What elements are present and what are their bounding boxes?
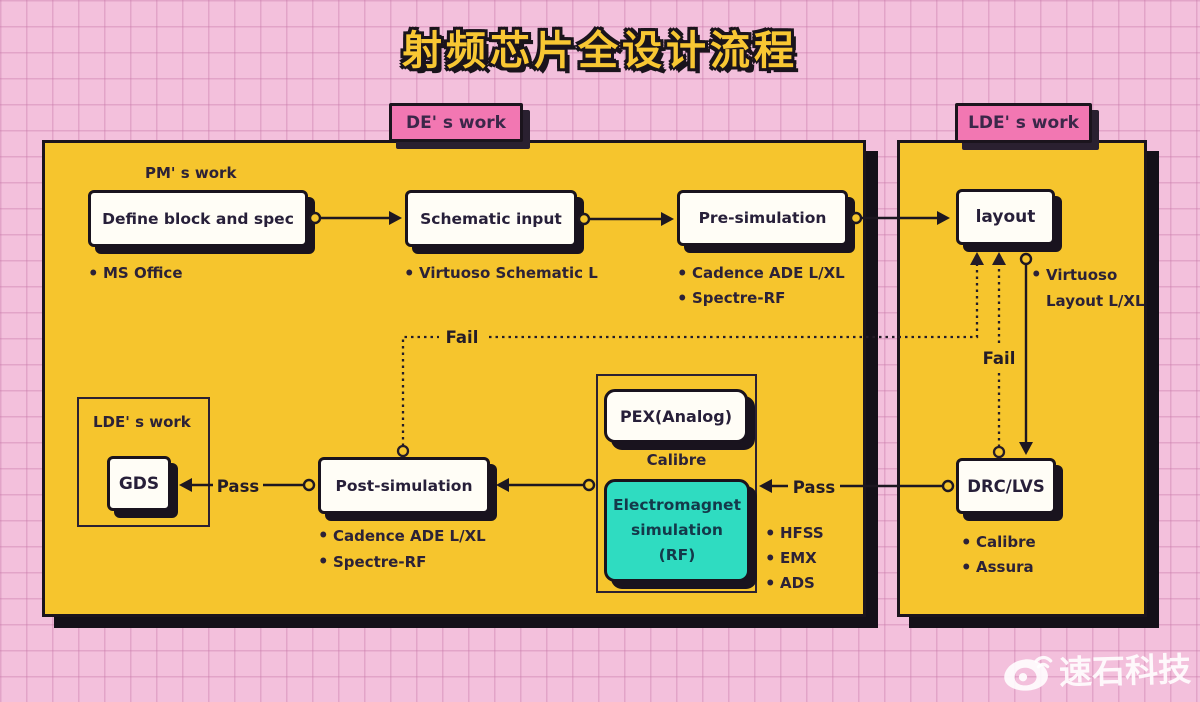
tools-drc-lvs: Calibre Assura (961, 530, 1036, 580)
tool-item: Spectre-RF (318, 549, 486, 575)
watermark: 速石科技 (1001, 643, 1192, 696)
node-pex-text: PEX(Analog) (619, 406, 733, 426)
tool-item: Virtuoso Schematic L (404, 261, 598, 286)
tools-post-simulation: Cadence ADE L/XL Spectre-RF (318, 523, 486, 575)
node-gds: GDS (107, 456, 171, 511)
page-title: 射频芯片全设计流程 (402, 28, 798, 74)
tools-pre-simulation: Cadence ADE L/XL Spectre-RF (677, 261, 845, 311)
node-pex-analog: PEX(Analog) (604, 389, 748, 443)
tool-item-continuation: Layout L/XL (1046, 292, 1145, 310)
label-de-work: DE' s work (389, 103, 523, 142)
label-lde-work-text: LDE' s work (968, 113, 1079, 133)
label-pm-work: PM' s work (145, 164, 237, 182)
weibo-logo-icon (1004, 655, 1053, 691)
label-calibre: Calibre (646, 451, 707, 469)
node-drc-lvs: DRC/LVS (956, 458, 1056, 514)
node-electromagnet-simulation: Electromagnet simulation (RF) (604, 479, 750, 582)
tool-item: MS Office (88, 261, 183, 286)
node-layout-text: layout (975, 207, 1036, 227)
tool-item: Cadence ADE L/XL (677, 261, 845, 286)
group-lde-work (77, 397, 210, 527)
tool-item: HFSS (765, 521, 824, 546)
node-pre-simulation: Pre-simulation (677, 190, 848, 246)
node-gds-text: GDS (118, 473, 160, 494)
node-presim-text: Pre-simulation (698, 209, 827, 227)
tool-item: Spectre-RF (677, 286, 845, 311)
node-schematic-text: Schematic input (420, 209, 562, 228)
tools-schematic: Virtuoso Schematic L (404, 261, 598, 286)
node-layout: layout (956, 189, 1055, 245)
tool-item: EMX (765, 546, 824, 571)
tools-electromagnet: HFSS EMX ADS (765, 521, 824, 596)
node-em-line3: (RF) (658, 545, 696, 564)
label-lde-work: LDE' s work (955, 103, 1092, 143)
node-post-simulation: Post-simulation (318, 457, 490, 514)
node-define-block-and-spec: Define block and spec (88, 190, 308, 247)
node-postsim-text: Post-simulation (335, 476, 473, 495)
tool-item: Assura (961, 555, 1036, 580)
label-de-work-text: DE' s work (406, 112, 506, 133)
tool-item: Virtuoso (1031, 262, 1145, 288)
node-schematic-input: Schematic input (405, 190, 577, 247)
node-drclvs-text: DRC/LVS (967, 476, 1045, 496)
node-em-line2: simulation (631, 521, 723, 540)
tool-item: Calibre (961, 530, 1036, 555)
node-define-text: Define block and spec (102, 209, 294, 228)
tools-layout: Virtuoso Layout L/XL (1031, 262, 1145, 314)
tool-item: Cadence ADE L/XL (318, 523, 486, 549)
tools-define: MS Office (88, 261, 183, 286)
tool-item: ADS (765, 571, 824, 596)
node-em-line1: Electromagnet (613, 496, 741, 515)
label-lde-work-inner: LDE' s work (93, 413, 191, 431)
watermark-text: 速石科技 (1058, 649, 1192, 692)
